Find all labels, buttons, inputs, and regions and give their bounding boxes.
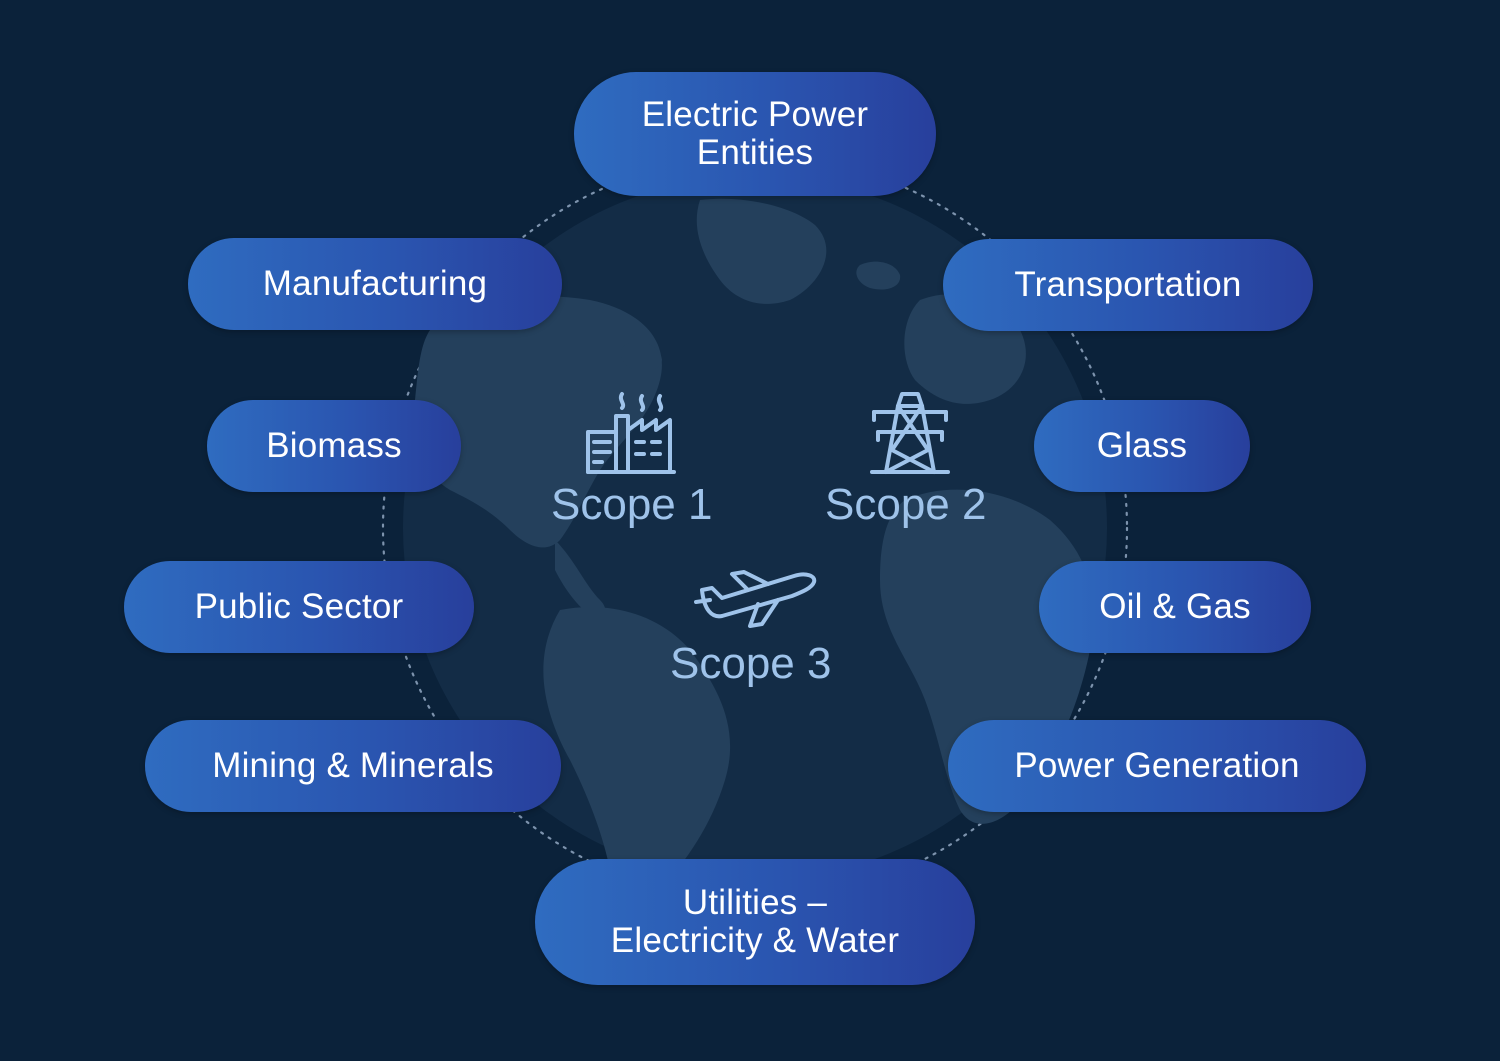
sector-pill-mining-minerals[interactable]: Mining & Minerals xyxy=(145,720,561,812)
transmission-tower-icon xyxy=(870,392,950,474)
sector-pill-manufacturing[interactable]: Manufacturing xyxy=(188,238,562,330)
sector-pill-oil-gas[interactable]: Oil & Gas xyxy=(1039,561,1311,653)
continents xyxy=(414,198,1094,908)
factory-icon xyxy=(586,392,676,474)
sector-pill-transportation[interactable]: Transportation xyxy=(943,239,1313,331)
sector-pill-glass[interactable]: Glass xyxy=(1034,400,1250,492)
sector-pill-power-generation[interactable]: Power Generation xyxy=(948,720,1366,812)
sector-pill-public-sector[interactable]: Public Sector xyxy=(124,561,474,653)
scope-2-label: Scope 2 xyxy=(825,480,987,529)
sector-pill-utilities[interactable]: Utilities – Electricity & Water xyxy=(535,859,975,985)
scope-3-label: Scope 3 xyxy=(670,639,832,688)
sector-pill-electric-power-entities[interactable]: Electric Power Entities xyxy=(574,72,936,196)
airplane-icon xyxy=(694,570,817,628)
sector-pill-biomass[interactable]: Biomass xyxy=(207,400,461,492)
scope-1-label: Scope 1 xyxy=(551,480,713,529)
